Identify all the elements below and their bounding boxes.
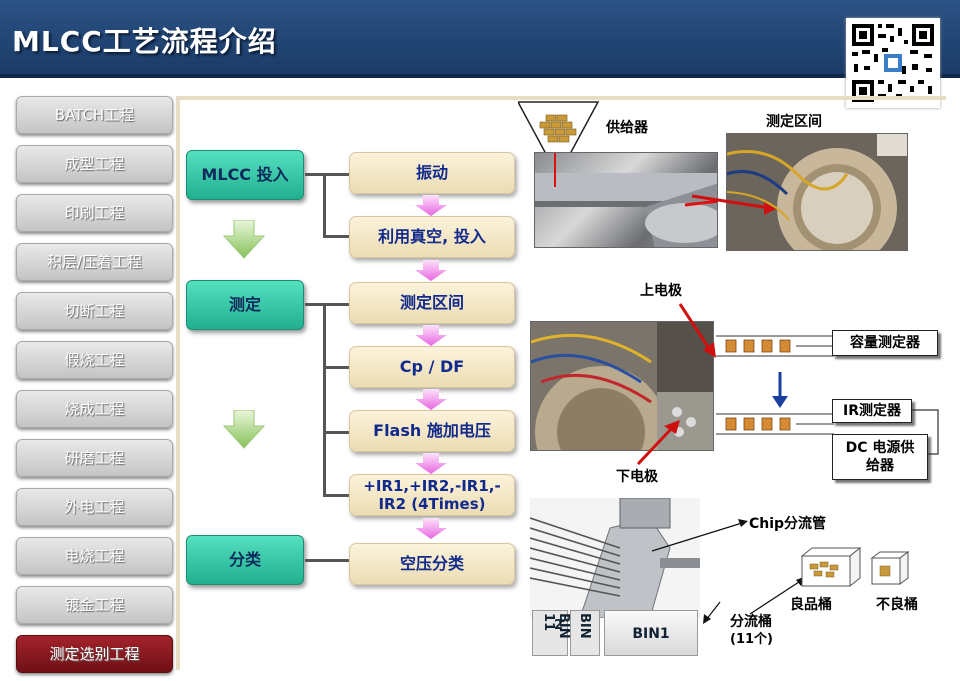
connector-line [305,559,349,562]
sidebar-item-6[interactable]: 烧成工程 [16,390,173,428]
connector-line [323,173,326,237]
pink-arrow-icon [415,260,447,281]
connector-line [305,173,325,176]
good-bin-icon [800,546,862,588]
red-arrow-icon [678,303,716,358]
pink-arrow-icon [415,389,447,410]
chip-row-icon [716,413,834,435]
sidebar-item-5[interactable]: 假烧工程 [16,341,173,379]
header-bar: MLCC工艺流程介绍 [0,0,960,78]
box-label: IR测定器 [843,403,901,419]
pink-arrow-icon [415,453,447,474]
sidebar-item-11[interactable]: 测定选别工程 [16,635,173,673]
content-frame [176,96,946,670]
connector-line [323,173,349,176]
bad-bin-icon [870,551,910,585]
down-arrow-icon [222,220,266,259]
feeder-label: 供给器 [606,120,648,136]
pink-arrow-icon [415,518,447,539]
down-arrow-icon [222,410,266,449]
box-label: 容量测定器 [850,335,920,351]
connector-line [323,235,349,238]
stage-input: MLCC 投入 [186,150,304,200]
bin-1: BIN1 [604,610,698,656]
page-title: MLCC工艺流程介绍 [12,25,277,58]
connector-line [323,303,326,497]
capacitance-meter-box: 容量测定器 [832,330,938,356]
connector-line [323,366,349,369]
step-measure-zone: 测定区间 [349,282,515,324]
good-bin-label: 良品桶 [790,597,832,613]
feeder-hopper-icon [518,101,600,155]
step-flash: Flash 施加电压 [349,410,515,452]
chip-tube-label: Chip分流管 [749,516,827,532]
sidebar-item-1[interactable]: 成型工程 [16,145,173,183]
dc-supply-box: DC 电源供 给器 [832,434,928,480]
step-label: Flash 施加电压 [373,421,491,440]
blue-down-arrow-icon [772,372,788,408]
step-label: 空压分类 [399,554,464,573]
red-arrow-icon [636,420,680,466]
pink-arrow-icon [415,325,447,346]
lower-electrode-label: 下电极 [616,469,658,485]
bin-2: BIN [570,610,600,656]
step-label: IR2 (4Times) [378,495,486,513]
step-vibrate: 振动 [349,152,515,194]
sidebar-item-7[interactable]: 研磨工程 [16,439,173,477]
step-label: 振动 [415,163,448,182]
step-cp-df: Cp / DF [349,346,515,388]
bad-bin-label: 不良桶 [876,597,918,613]
bin-label: 2 [554,618,564,633]
upper-electrode-label: 上电极 [640,283,682,299]
step-vacuum: 利用真空, 投入 [349,216,515,258]
sidebar-item-9[interactable]: 电烧工程 [16,537,173,575]
bin-11: BIN 11 [532,610,571,656]
step-air-sort: 空压分类 [349,543,515,585]
step-ir: +IR1,+IR2,-IR1,- IR2 (4Times) [349,474,515,516]
bin-label: BIN [577,613,592,639]
measure-zone-label: 测定区间 [766,114,822,130]
stage-measure: 测定 [186,280,304,330]
sidebar-item-2[interactable]: 印刷工程 [16,194,173,232]
box-label: DC 电源供 [845,440,915,456]
pointer-line [651,519,748,552]
pink-arrow-icon [415,195,447,216]
qr-code-image [846,18,940,108]
diverter-label-line: 分流桶 [730,614,772,630]
bin-label: BIN 11 [541,613,571,639]
ir-meter-box: IR测定器 [832,399,912,423]
connector-line [323,431,349,434]
bin-label: BIN1 [632,626,670,642]
sidebar-item-8[interactable]: 外电工程 [16,488,173,526]
sidebar-item-0[interactable]: BATCH工程 [16,96,173,134]
step-label: +IR1,+IR2,-IR1,- [363,477,501,495]
box-label: 给器 [866,458,894,474]
diverter-arrows [703,601,721,624]
sidebar-item-3[interactable]: 积层/压着工程 [16,243,173,281]
sorting-machine-photo [530,498,700,618]
bracket-line [912,409,939,455]
diverter-label: 分流桶 (11个) [730,614,773,648]
red-arrow-icon [691,194,776,215]
step-label: 利用真空, 投入 [378,227,486,246]
connector-line [323,303,349,306]
sidebar-item-10[interactable]: 镀金工程 [16,586,173,624]
diverter-label-line: (11个) [730,632,773,647]
connector-line [323,494,349,497]
step-label: 测定区间 [399,293,464,312]
measure-zone-photo [726,133,908,251]
chip-row-icon [716,335,834,357]
sidebar-item-4[interactable]: 切断工程 [16,292,173,330]
stage-sort: 分类 [186,535,304,585]
step-label: Cp / DF [399,357,465,376]
feeder-photo [534,152,718,248]
electrode-photo [530,321,714,451]
connector-line [305,303,325,306]
